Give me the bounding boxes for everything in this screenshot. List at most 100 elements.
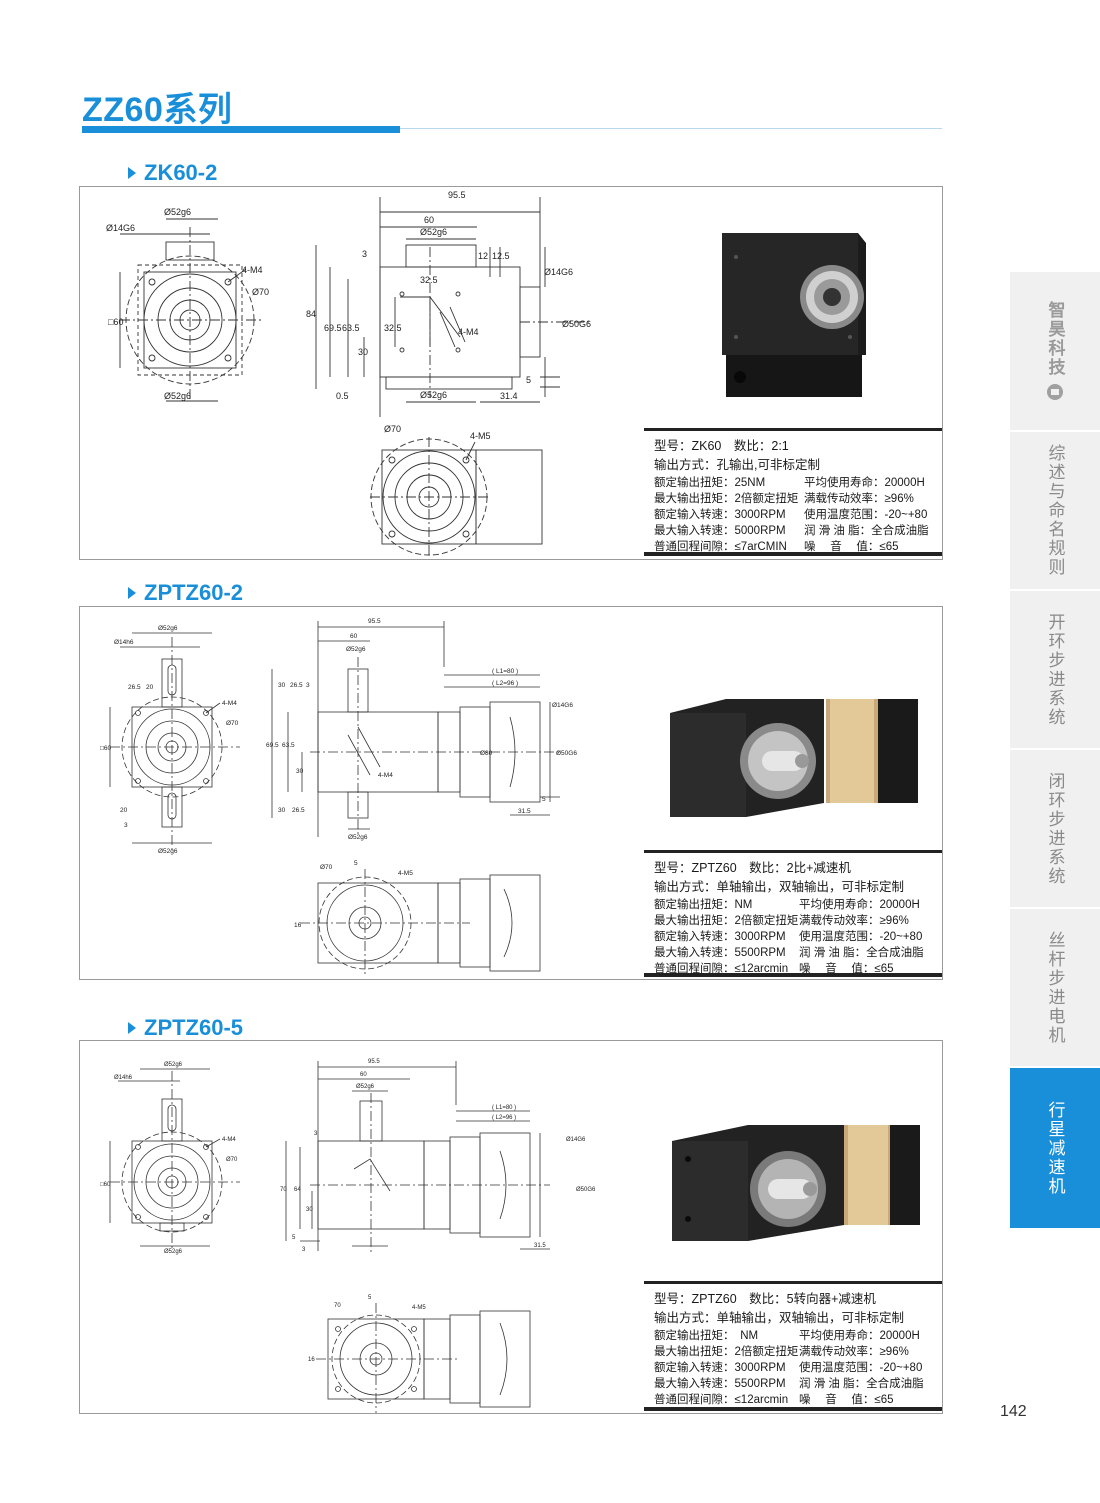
dim-label: Ø50G6 [556, 750, 577, 757]
dim-label: 30 [306, 1207, 313, 1213]
sidebar-tab-closed-loop[interactable]: 闭环步进系统 [1010, 750, 1100, 909]
sidebar-tab-overview[interactable]: 综述与命名规则 [1010, 432, 1100, 591]
dim-label: 4-M5 [470, 431, 491, 441]
dim-label: Ø80 [480, 750, 493, 757]
dim-label: 16 [308, 1357, 315, 1363]
dim-label: 4-M4 [242, 265, 263, 275]
dim-label: 84 [306, 309, 316, 319]
dim-label: Ø52g6 [348, 834, 368, 841]
dim-label: ( L1=80 ) [492, 668, 518, 675]
dim-label: Ø70 [384, 424, 401, 434]
dim-label: 70 [280, 1187, 287, 1193]
bottom-view [316, 1303, 531, 1413]
dim-label: 32.5 [384, 323, 402, 333]
panel-zptz60-5: Ø52g6 Ø14h6 4-M4 Ø70 □60 Ø52g6 95.5 60 Ø… [79, 1040, 943, 1414]
dim-label: 5 [292, 1235, 296, 1241]
dim-label: 12.5 [492, 251, 510, 261]
dim-label: 3 [124, 822, 128, 829]
dim-label: 60 [350, 633, 358, 640]
dim-label: 0.5 [336, 391, 349, 401]
sidebar-tab-open-loop[interactable]: 开环步进系统 [1010, 591, 1100, 750]
front-view [119, 218, 262, 402]
dim-label: 4-M4 [222, 1137, 236, 1143]
dim-label: 31.4 [500, 391, 518, 401]
dim-label: Ø52g6 [158, 848, 178, 855]
dim-label: Ø14h6 [114, 639, 134, 646]
side-view [315, 197, 590, 417]
dim-label: 16 [294, 922, 302, 929]
drawing-zptz60-5: Ø52g6 Ø14h6 4-M4 Ø70 □60 Ø52g6 95.5 60 Ø… [100, 1059, 596, 1413]
brand-name: 智昊科技 [1045, 301, 1065, 377]
panel-zk60-2: Ø52g6 Ø14G6 4-M4 Ø70 □60 Ø52g6 95.5 60 Ø… [79, 186, 943, 560]
dim-label: 20 [120, 807, 128, 814]
dim-label: 26.5 [290, 682, 303, 689]
dim-label: 95.5 [368, 618, 381, 625]
drawing-zk60-2: Ø52g6 Ø14G6 4-M4 Ø70 □60 Ø52g6 95.5 60 Ø… [106, 190, 591, 557]
panel-zptz60-2: Ø52g6 Ø14h6 26.5 20 4-M4 Ø70 □60 20 3 Ø5… [79, 606, 943, 980]
page-number: 142 [1000, 1403, 1027, 1420]
dim-label: 5 [542, 796, 546, 803]
dim-label: 60 [424, 215, 434, 225]
section-title-zk60-2: ZK60-2 [128, 160, 217, 186]
dim-label: 31.5 [518, 808, 531, 815]
dim-label: Ø52g6 [356, 1084, 375, 1090]
dim-label: Ø52g6 [164, 391, 191, 401]
dim-label: Ø14G6 [566, 1137, 586, 1143]
dim-label: 26.5 [128, 684, 141, 691]
side-view [285, 1061, 550, 1253]
dim-label: ( L1=80 ) [492, 1105, 516, 1111]
dim-label: 4-M5 [398, 870, 413, 877]
product-photo-zk60-2 [722, 233, 866, 397]
spec-table-zptz60-5: 型号：ZPTZ60 数比：5转向器+减速机 输出方式：单轴输出，双轴输出，可非标… [644, 1281, 942, 1411]
dim-label: 63.5 [342, 323, 360, 333]
title-underline [82, 126, 400, 133]
dim-label: Ø14G6 [552, 702, 573, 709]
dim-label: Ø14G6 [106, 223, 135, 233]
triangle-bullet-icon [128, 587, 136, 599]
dim-label: 30 [358, 347, 368, 357]
bottom-view [300, 869, 541, 977]
dim-label: 5 [354, 860, 358, 867]
dim-label: Ø14h6 [114, 1075, 133, 1081]
dim-label: 30 [278, 682, 286, 689]
dim-label: 95.5 [448, 190, 466, 200]
product-photo-zptz60-5 [672, 1125, 920, 1241]
dim-label: 5 [368, 1295, 372, 1301]
dim-label: 5 [526, 375, 531, 385]
spec-table-zk60-2: 型号：ZK60 数比：2:1 输出方式：孔输出,可非标定制 额定输出扭矩：25N… [644, 428, 942, 556]
sidebar-tab-lead-screw[interactable]: 丝杆步进电机 [1010, 909, 1100, 1068]
drawing-zptz60-2: Ø52g6 Ø14h6 26.5 20 4-M4 Ø70 □60 20 3 Ø5… [100, 618, 577, 977]
dim-label: 4-M4 [378, 772, 393, 779]
dim-label: 30 [296, 768, 304, 775]
dim-label: 64 [294, 1187, 301, 1193]
sidebar-tab-planetary-reducer[interactable]: 行星减速机 [1010, 1068, 1100, 1230]
page-title: ZZ60系列 [82, 91, 233, 129]
dim-label: Ø70 [320, 864, 333, 871]
dim-label: 12 [478, 251, 488, 261]
brand-logo-icon [1047, 384, 1063, 400]
side-view [271, 621, 560, 837]
dim-label: 95.5 [368, 1059, 380, 1065]
dim-label: 4-M5 [412, 1305, 426, 1311]
dim-label: Ø70 [226, 720, 239, 727]
dim-label: 3 [306, 682, 310, 689]
dim-label: □60 [100, 745, 112, 752]
dim-label: Ø70 [226, 1157, 238, 1163]
sidebar-brand: 智昊科技 [1010, 272, 1100, 432]
dim-label: 69.5 [324, 323, 342, 333]
section-title-zptz60-2: ZPTZ60-2 [128, 580, 243, 606]
dim-label: Ø52g6 [164, 1249, 183, 1255]
dim-label: Ø70 [252, 287, 269, 297]
section-title-zptz60-5: ZPTZ60-5 [128, 1015, 243, 1041]
dim-label: 26.5 [292, 807, 305, 814]
dim-label: 31.5 [534, 1243, 546, 1249]
dim-label: 20 [146, 684, 154, 691]
dim-label: Ø52g6 [346, 646, 366, 653]
dim-label: ( L2=96 ) [492, 680, 518, 687]
bottom-view [370, 437, 543, 557]
front-view [109, 1068, 240, 1251]
dim-label: 32.5 [420, 275, 438, 285]
dim-label: 4-M4 [222, 700, 237, 707]
dim-label: 63.5 [282, 742, 295, 749]
triangle-bullet-icon [128, 167, 136, 179]
